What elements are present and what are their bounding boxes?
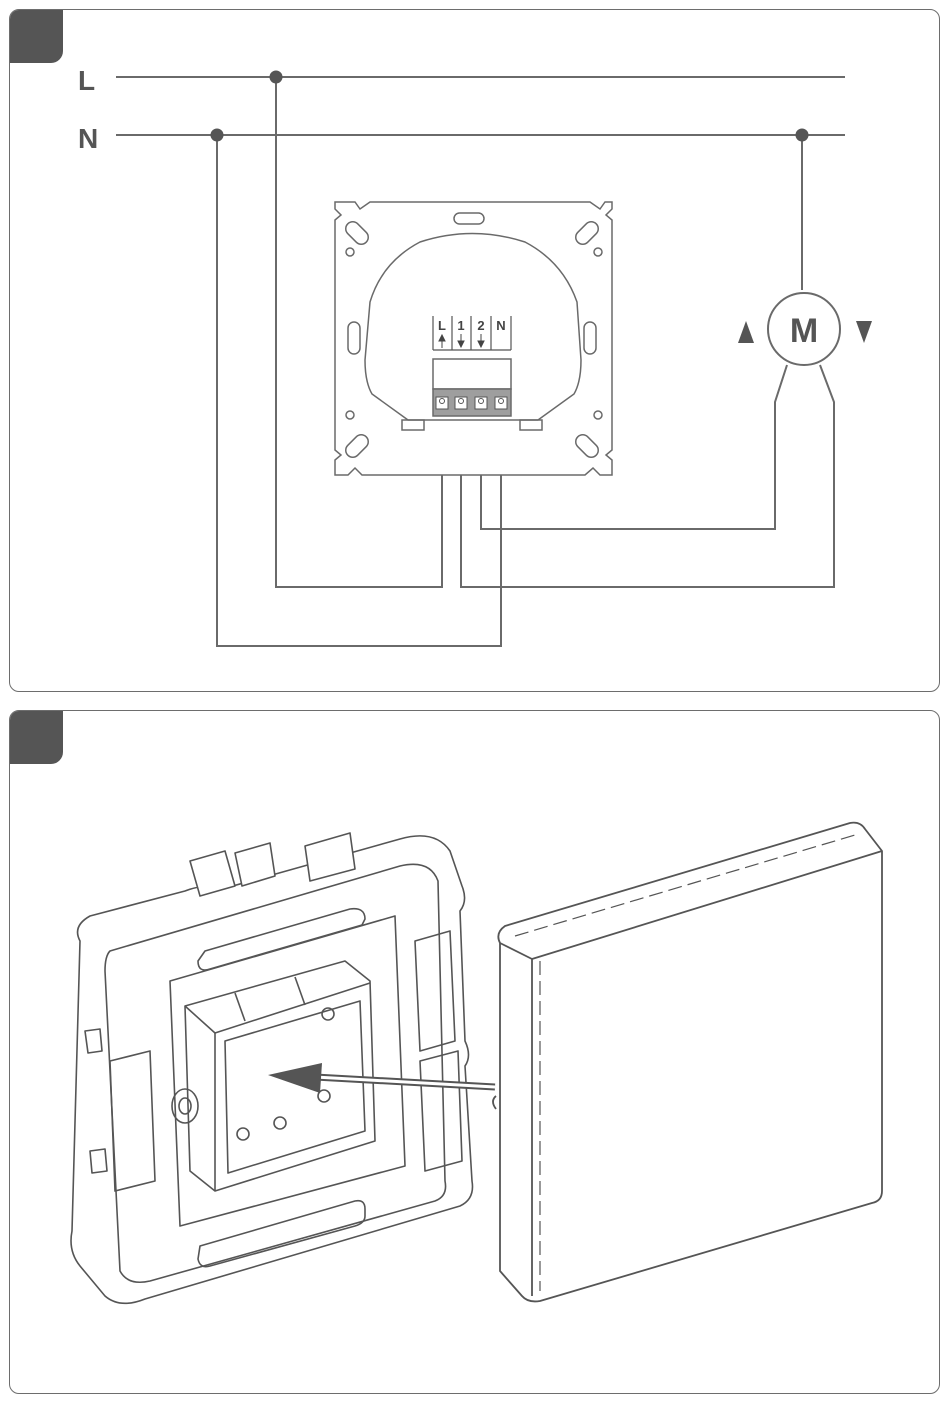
- triangle-up-icon: [738, 321, 754, 343]
- junction-dot-motor-n: [796, 129, 809, 142]
- junction-dot-l: [270, 71, 283, 84]
- triangle-down-icon: [856, 321, 872, 343]
- junction-dot-n: [211, 129, 224, 142]
- line-label: L: [78, 65, 95, 96]
- wiring-diagram-panel: L N M: [9, 9, 940, 692]
- neutral-label: N: [78, 123, 98, 154]
- switch-mounting-plate: [335, 202, 612, 475]
- terminal-label-n: N: [496, 318, 505, 333]
- mounting-frame: [71, 833, 473, 1303]
- terminal-label-l: L: [438, 318, 446, 333]
- mounting-panel: [9, 710, 940, 1394]
- wiring-diagram: L N M: [10, 10, 940, 692]
- terminal-label-2: 2: [477, 318, 484, 333]
- mounting-illustration: [10, 711, 940, 1394]
- motor-label: M: [790, 312, 818, 350]
- cover-plate: [493, 823, 882, 1302]
- terminal-label-1: 1: [457, 318, 464, 333]
